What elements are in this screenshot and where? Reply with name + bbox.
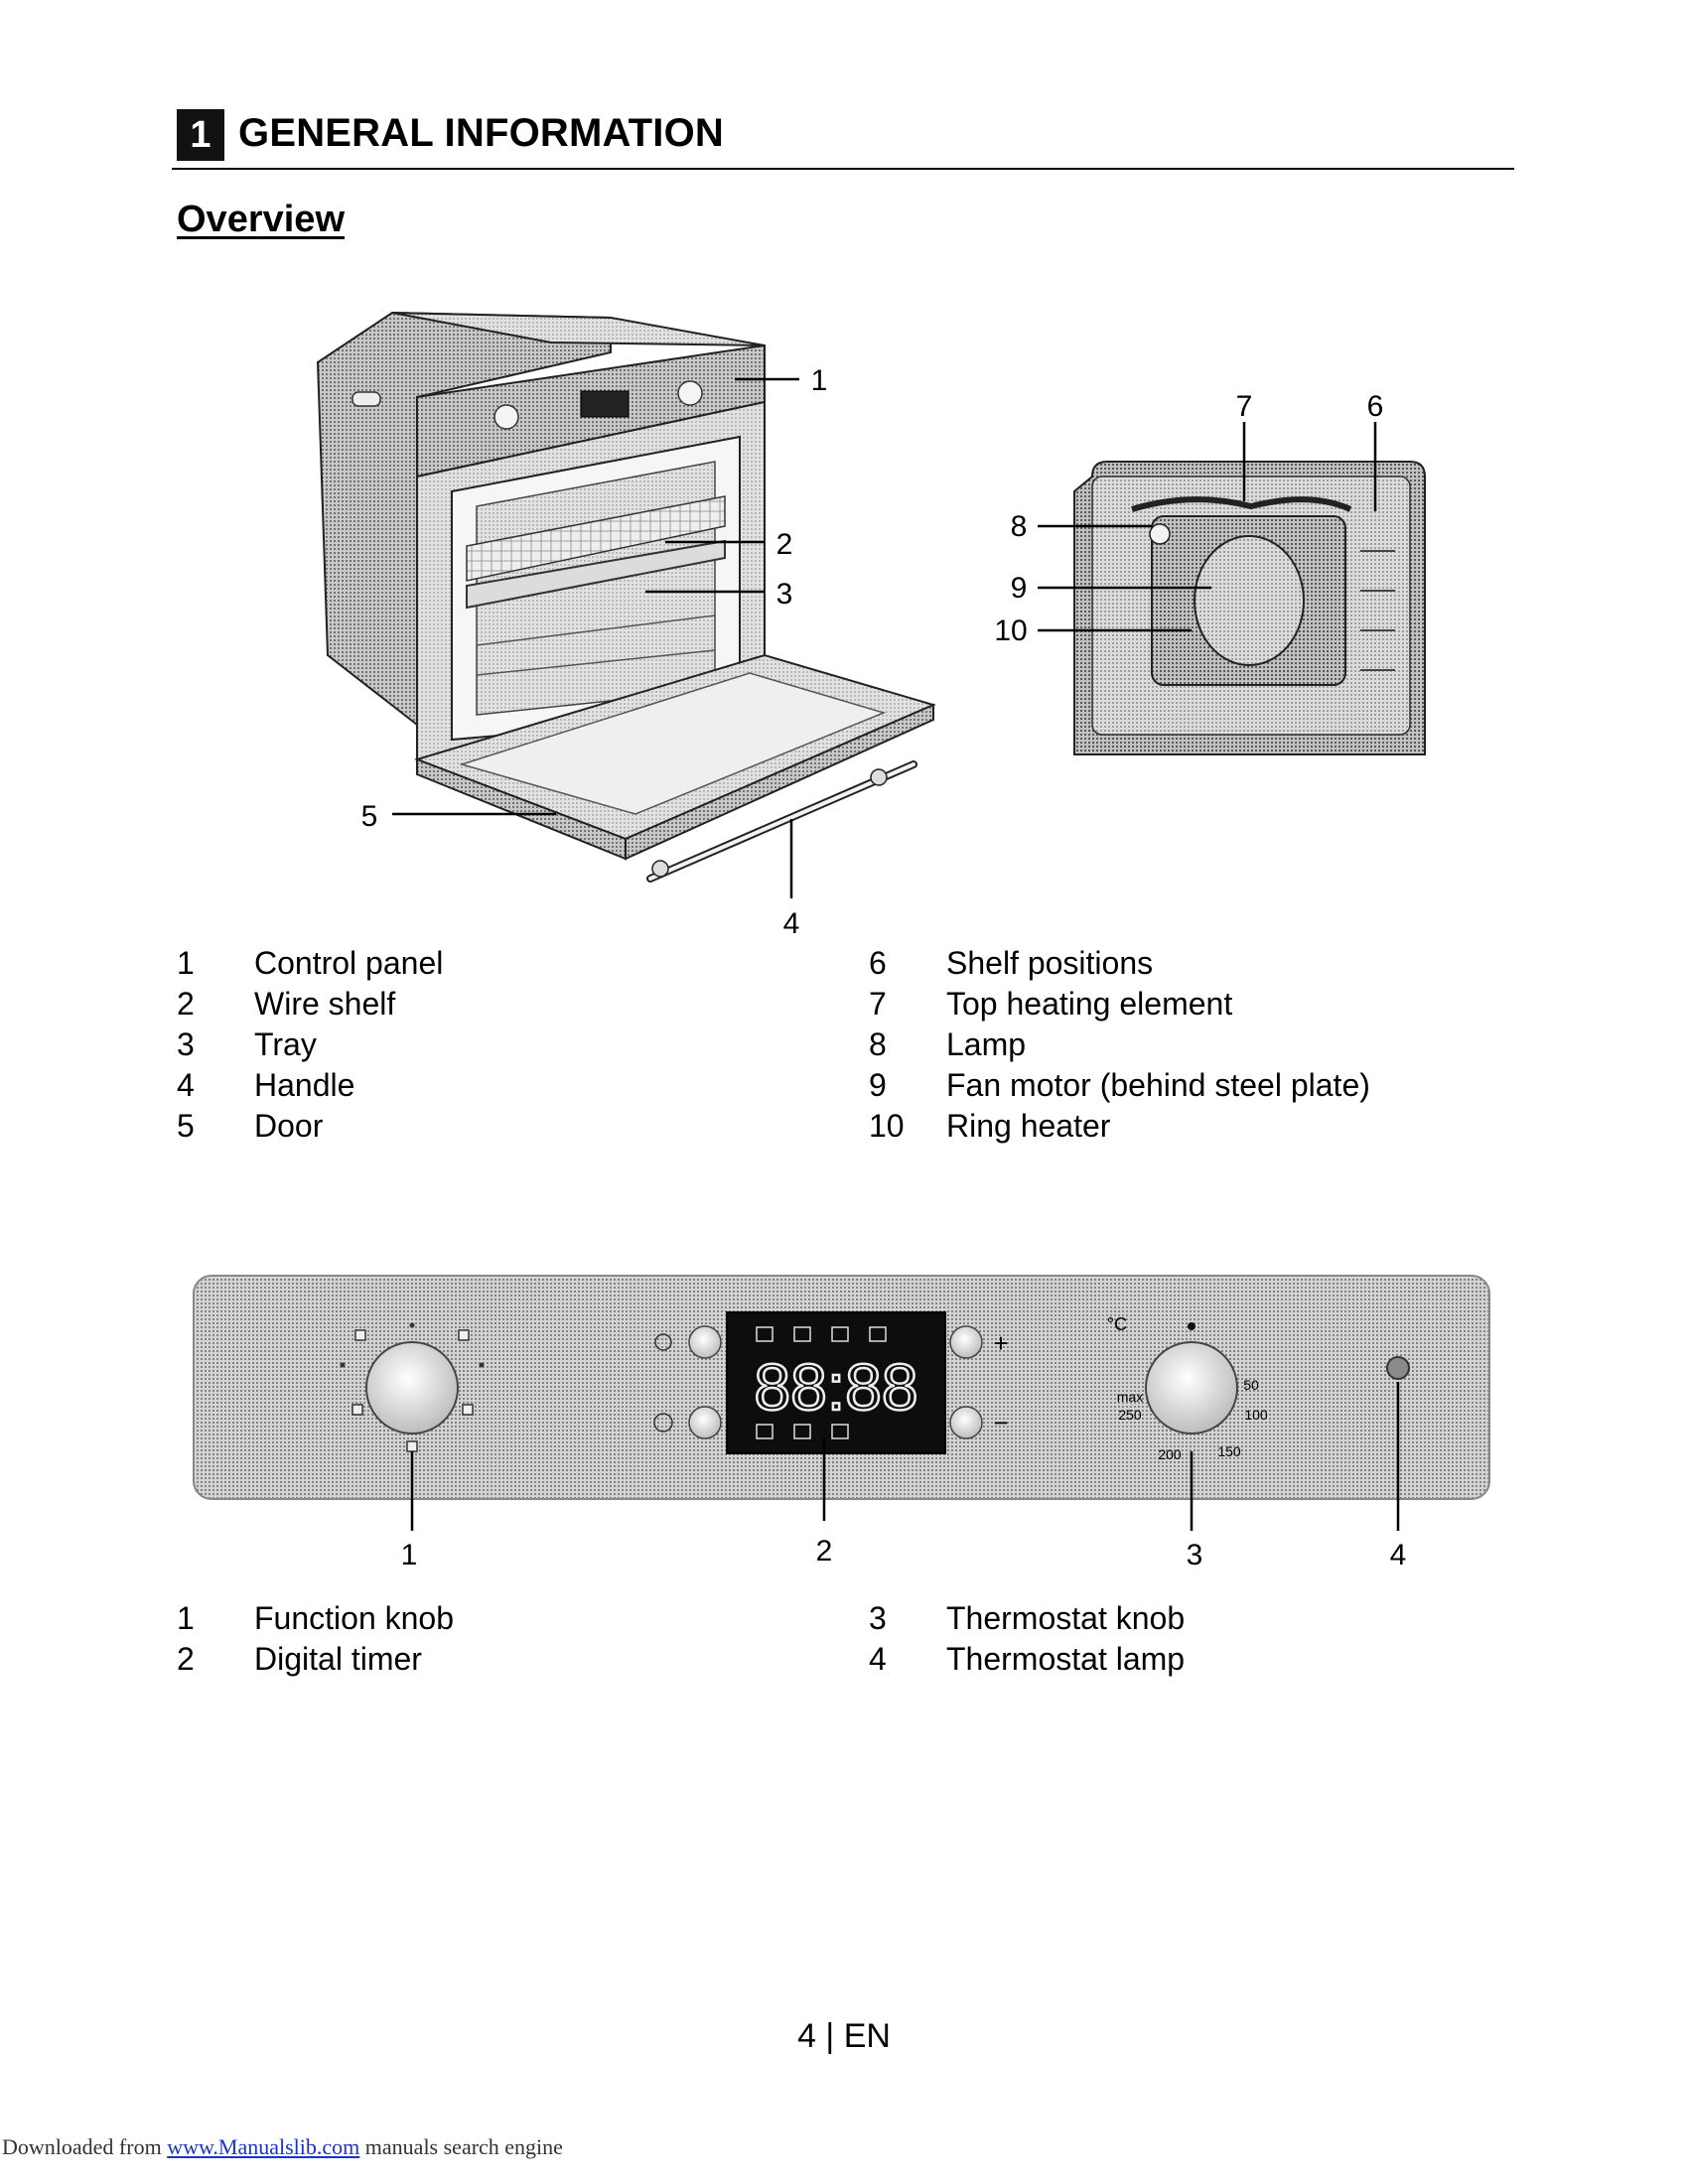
legend-number: 2 [177,986,195,1022]
header-divider [172,168,1514,170]
legend-item: 6 Shelf positions [869,943,1370,984]
legend-label: Tray [254,1026,317,1062]
legend-number: 1 [177,945,195,981]
section-header: 1 GENERAL INFORMATION [177,107,1507,169]
legend-number: 1 [177,1600,195,1636]
legend-number: 3 [177,1026,195,1062]
thermostat-scale-max: max [1117,1389,1143,1405]
thermostat-degree-symbol: °C [1107,1314,1127,1334]
timer-display-digits: 88:88 [754,1350,917,1424]
oven-callout-2: 2 [776,528,793,561]
legend-label: Digital timer [254,1641,422,1677]
credit-prefix: Downloaded from [2,2134,168,2159]
thermostat-scale-100: 100 [1244,1407,1268,1423]
legend-item: 7 Top heating element [869,984,1370,1024]
legend-label: Handle [254,1067,355,1103]
interior-callout-6: 6 [1367,392,1384,423]
legend-item: 10 Ring heater [869,1106,1370,1147]
section-number-badge: 1 [177,109,224,161]
legend-item: 3 Tray [177,1024,443,1065]
oven-callout-3: 3 [776,578,793,611]
timer-plus-symbol: + [993,1328,1008,1358]
legend-number: 10 [869,1108,905,1144]
legend-label: Thermostat lamp [946,1641,1186,1677]
legend-number: 2 [177,1641,195,1677]
legend-number: 8 [869,1026,887,1062]
interior-callout-7: 7 [1236,392,1253,423]
thermostat-scale-50: 50 [1243,1377,1259,1393]
legend-item: 1 Control panel [177,943,443,984]
interior-callout-9: 9 [1011,572,1028,605]
section-title: GENERAL INFORMATION [238,111,724,155]
legend-label: Fan motor (behind steel plate) [946,1067,1370,1103]
page-number: 4 | EN [797,2017,891,2055]
legend-item: 4 Thermostat lamp [869,1639,1185,1680]
manualslib-link[interactable]: www.Manualslib.com [167,2134,360,2159]
legend-number: 6 [869,945,887,981]
panel-callout-2: 2 [816,1535,833,1568]
oven-callout-4: 4 [783,907,800,933]
oven-callout-5: 5 [361,800,378,833]
timer-minus-symbol: − [993,1408,1008,1437]
legend-label: Door [254,1108,324,1144]
legend-label: Wire shelf [254,986,396,1022]
legend-number: 5 [177,1108,195,1144]
legend-label: Lamp [946,1026,1027,1062]
legend-number: 9 [869,1067,887,1103]
panel-callout-3: 3 [1187,1539,1203,1571]
control-panel-illustration: + − 88:88 °C max 250 200 150 100 50 1 2 … [193,1275,1490,1571]
legend-item: 5 Door [177,1106,443,1147]
legend-number: 3 [869,1600,887,1636]
oven-interior-illustration: 7 6 8 9 10 [994,392,1426,755]
legend-label: Ring heater [946,1108,1111,1144]
thermostat-scale-150: 150 [1217,1443,1241,1459]
legend-number: 7 [869,986,887,1022]
legend-label: Function knob [254,1600,455,1636]
thermostat-scale-250: 250 [1118,1407,1142,1423]
legend-number: 4 [869,1641,887,1677]
panel-legend-right: 3 Thermostat knob 4 Thermostat lamp [869,1598,1185,1680]
legend-item: 8 Lamp [869,1024,1370,1065]
overview-heading: Overview [177,199,345,240]
interior-callout-8: 8 [1011,510,1028,543]
thermostat-scale-200: 200 [1158,1446,1182,1462]
legend-label: Shelf positions [946,945,1154,981]
overview-legend-right: 6 Shelf positions 7 Top heating element 8 L… [869,943,1370,1147]
download-credit: Downloaded from www.Manualslib.com manua… [2,2134,563,2160]
legend-label: Thermostat knob [946,1600,1186,1636]
legend-item: 1 Function knob [177,1598,454,1639]
legend-item: 2 Digital timer [177,1639,454,1680]
legend-item: 3 Thermostat knob [869,1598,1185,1639]
legend-item: 2 Wire shelf [177,984,443,1024]
oven-illustration: 1 2 3 4 5 [316,311,936,933]
credit-suffix: manuals search engine [359,2134,563,2159]
legend-number: 4 [177,1067,195,1103]
legend-label: Top heating element [946,986,1233,1022]
panel-callout-4: 4 [1390,1539,1407,1571]
panel-legend-left: 1 Function knob 2 Digital timer [177,1598,454,1680]
legend-label: Control panel [254,945,444,981]
overview-legend-left: 1 Control panel 2 Wire shelf 3 Tray 4 Handle… [177,943,443,1147]
oven-callout-1: 1 [811,364,828,397]
legend-item: 9 Fan motor (behind steel plate) [869,1065,1370,1106]
panel-callout-1: 1 [401,1539,418,1571]
legend-item: 4 Handle [177,1065,443,1106]
interior-callout-10: 10 [994,614,1027,647]
